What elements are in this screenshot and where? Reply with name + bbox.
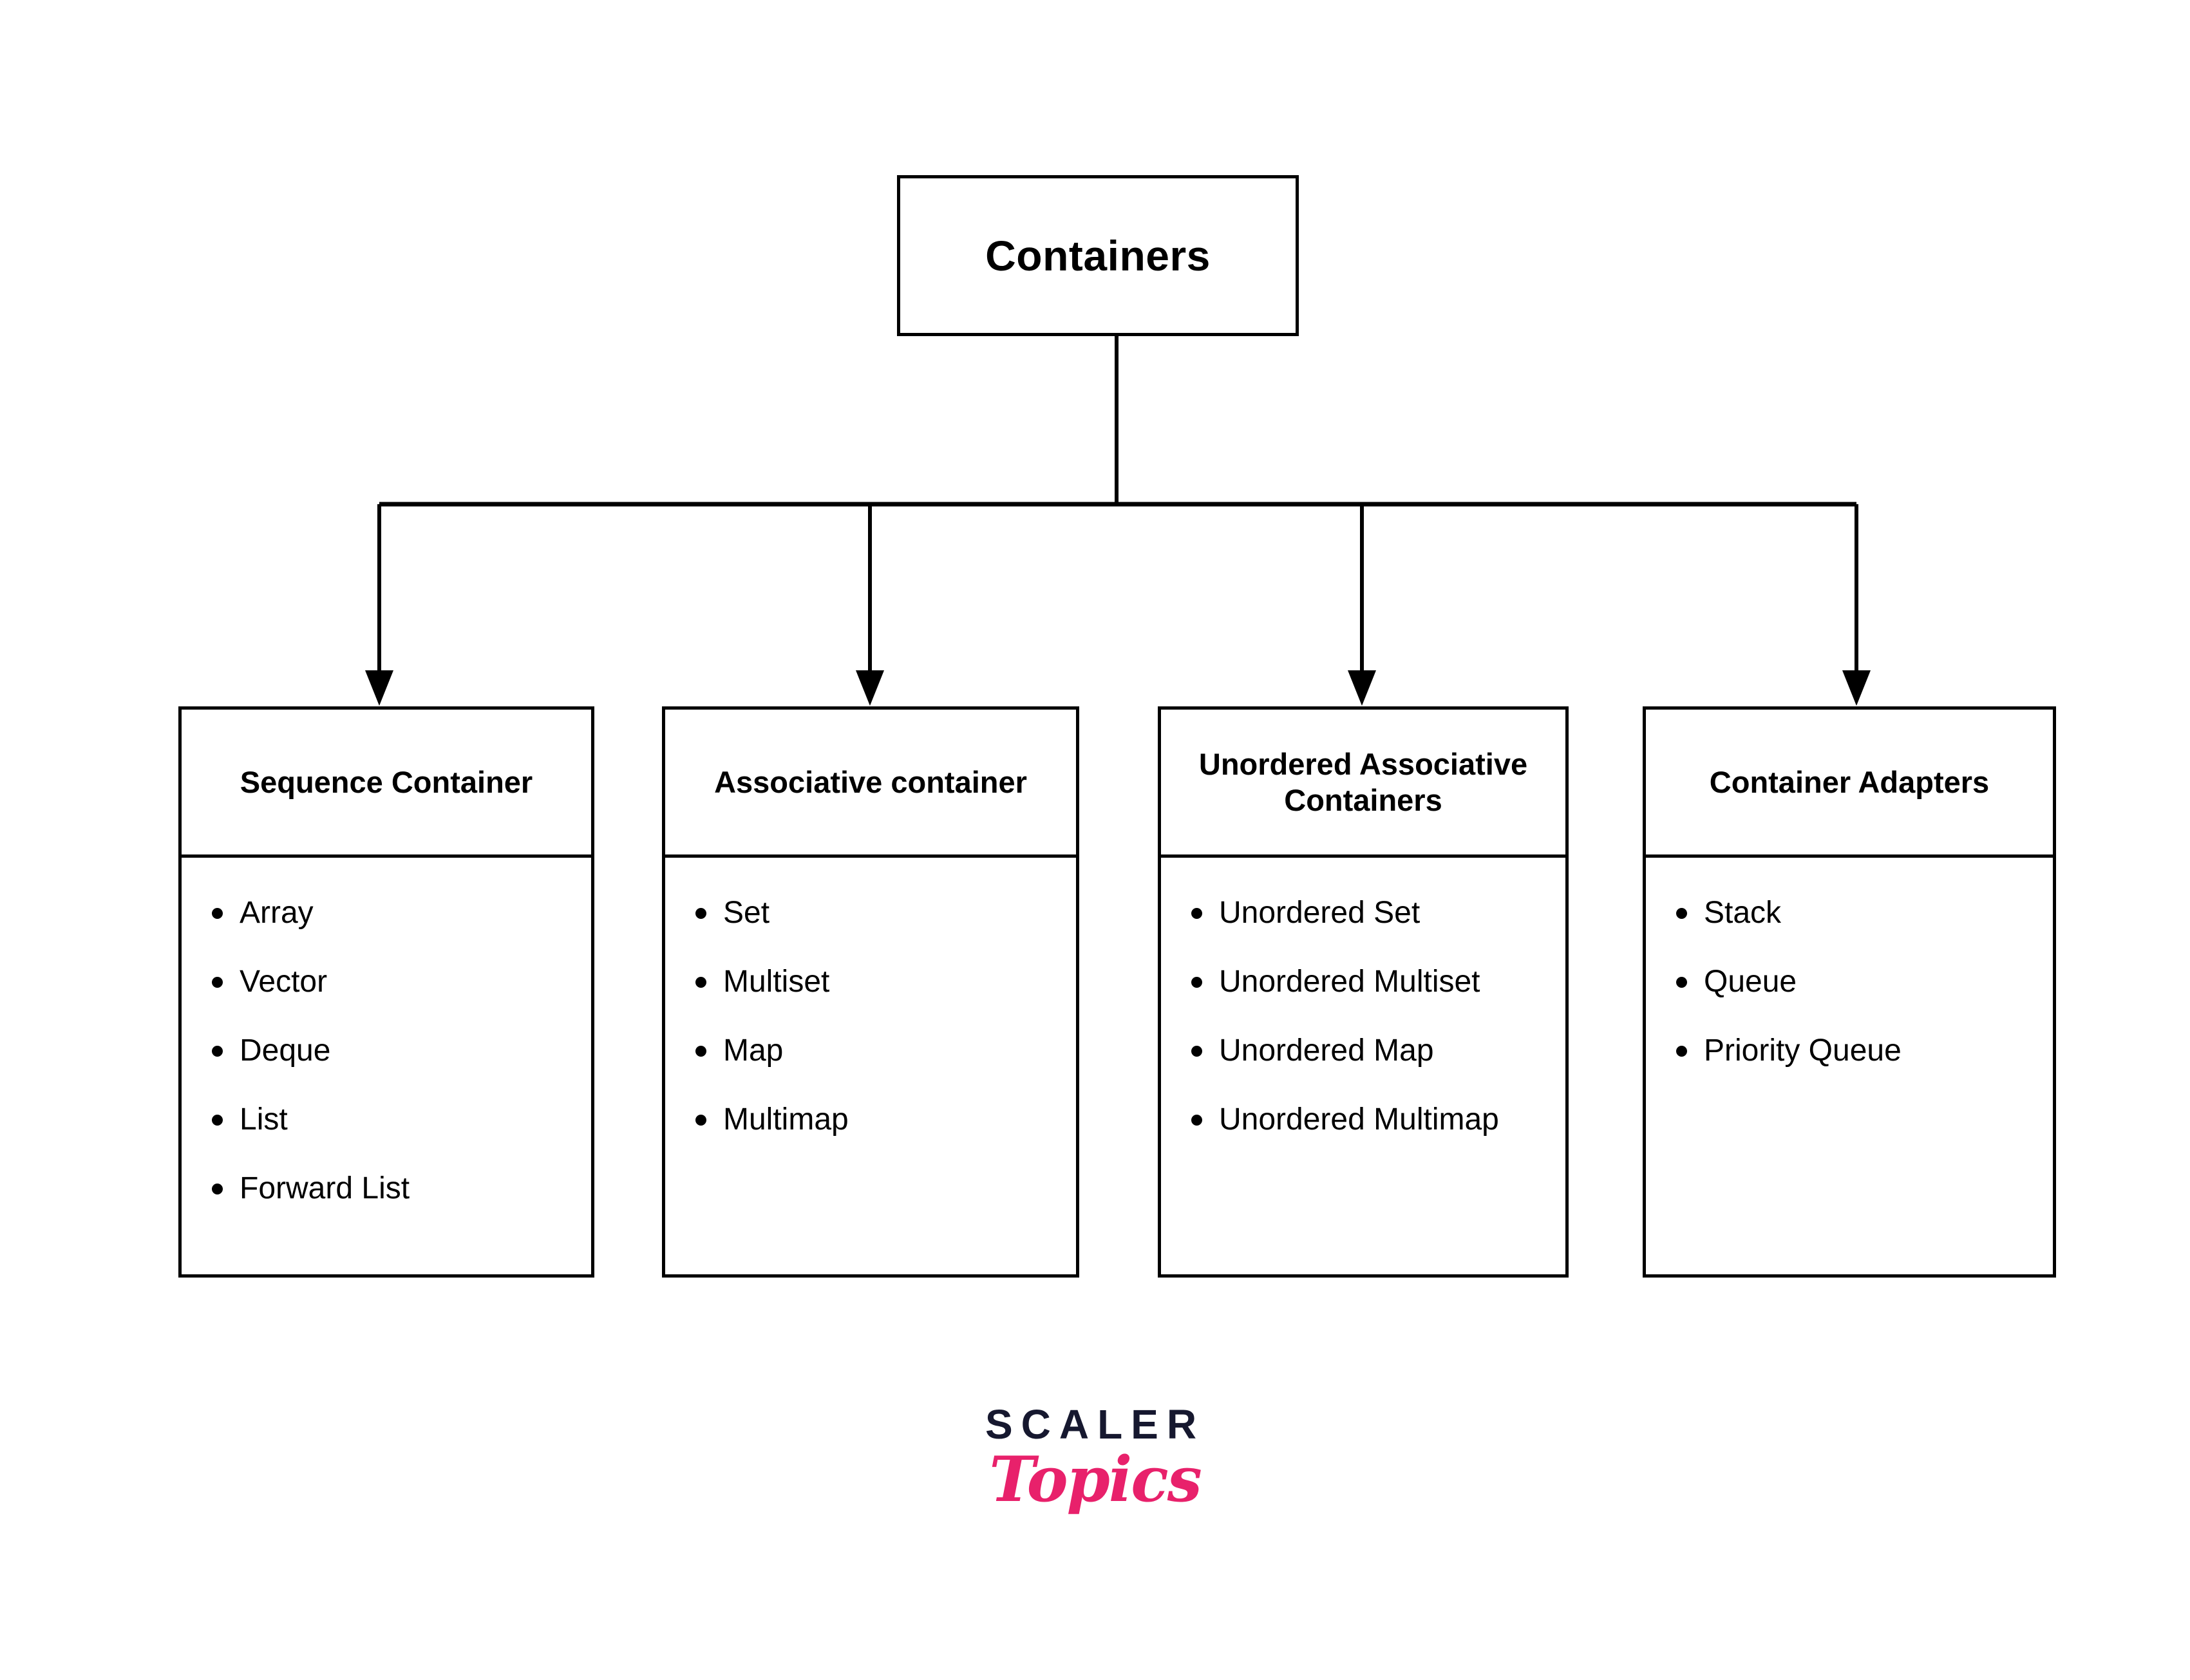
bullet-icon <box>212 1184 223 1194</box>
bullet-icon <box>695 977 706 988</box>
list-item-label: Priority Queue <box>1704 1033 1902 1068</box>
category-header-label: Container Adapters <box>1709 764 1990 799</box>
bullet-icon <box>695 1115 706 1126</box>
list-item: Priority Queue <box>1646 1035 2053 1066</box>
list-item-label: Stack <box>1704 896 1782 930</box>
bullet-icon <box>695 1046 706 1057</box>
category-item-list: Array Vector Deque List Forward List <box>182 898 591 1204</box>
logo-wordmark-topics: Topics <box>989 1443 1202 1516</box>
list-item-label: Unordered Map <box>1219 1033 1434 1068</box>
bullet-icon <box>1676 977 1687 988</box>
list-item-label: Array <box>240 896 314 930</box>
bullet-icon <box>695 908 706 919</box>
bullet-icon <box>212 977 223 988</box>
category-box-associative-container: Associative container Set Multiset Map M… <box>662 706 1079 1278</box>
list-item: Queue <box>1646 967 2053 997</box>
list-item: Map <box>665 1035 1076 1066</box>
list-item: Set <box>665 898 1076 929</box>
list-item-label: Unordered Multiset <box>1219 965 1480 999</box>
root-node-label: Containers <box>985 232 1211 279</box>
bullet-icon <box>212 908 223 919</box>
list-item: Multimap <box>665 1104 1076 1135</box>
category-header-label: Associative container <box>714 764 1027 799</box>
bullet-icon <box>212 1115 223 1126</box>
bullet-icon <box>1676 1046 1687 1057</box>
list-item-label: Multimap <box>723 1102 849 1137</box>
category-item-list: Stack Queue Priority Queue <box>1646 898 2053 1066</box>
logo-wordmark-scaler: SCALER <box>985 1401 1205 1448</box>
bullet-icon <box>1676 908 1687 919</box>
category-header: Container Adapters <box>1646 710 2053 858</box>
list-item-label: Map <box>723 1033 784 1068</box>
list-item: Unordered Multiset <box>1161 967 1565 997</box>
list-item: Unordered Map <box>1161 1035 1565 1066</box>
list-item-label: Vector <box>240 965 328 999</box>
list-item: Array <box>182 898 591 929</box>
list-item-label: Set <box>723 896 770 930</box>
category-body: Array Vector Deque List Forward List <box>182 858 591 1274</box>
list-item-label: Unordered Set <box>1219 896 1421 930</box>
list-item-label: Deque <box>240 1033 331 1068</box>
category-item-list: Set Multiset Map Multimap <box>665 898 1076 1135</box>
category-header-label: Unordered Associative Containers <box>1198 747 1528 817</box>
list-item-label: Forward List <box>240 1171 410 1205</box>
category-body: Stack Queue Priority Queue <box>1646 858 2053 1274</box>
list-item: Vector <box>182 967 591 997</box>
list-item-label: List <box>240 1102 288 1137</box>
scaler-topics-logo: SCALER Topics <box>0 1404 2190 1511</box>
category-header: Unordered Associative Containers <box>1161 710 1565 858</box>
bullet-icon <box>1191 908 1202 919</box>
list-item-label: Multiset <box>723 965 830 999</box>
category-item-list: Unordered Set Unordered Multiset Unorder… <box>1161 898 1565 1135</box>
root-node-containers: Containers <box>897 175 1299 336</box>
category-box-sequence-container: Sequence Container Array Vector Deque Li… <box>178 706 594 1278</box>
bullet-icon <box>1191 1046 1202 1057</box>
bullet-icon <box>212 1046 223 1057</box>
list-item: Multiset <box>665 967 1076 997</box>
list-item: Deque <box>182 1035 591 1066</box>
category-header: Associative container <box>665 710 1076 858</box>
category-body: Set Multiset Map Multimap <box>665 858 1076 1274</box>
list-item-label: Unordered Multimap <box>1219 1102 1499 1137</box>
list-item: Stack <box>1646 898 2053 929</box>
category-header: Sequence Container <box>182 710 591 858</box>
list-item: List <box>182 1104 591 1135</box>
category-box-unordered-associative-containers: Unordered Associative Containers Unorder… <box>1158 706 1569 1278</box>
category-body: Unordered Set Unordered Multiset Unorder… <box>1161 858 1565 1274</box>
category-box-container-adapters: Container Adapters Stack Queue Priority … <box>1643 706 2056 1278</box>
list-item: Unordered Set <box>1161 898 1565 929</box>
category-header-label: Sequence Container <box>240 764 533 799</box>
list-item-label: Queue <box>1704 965 1797 999</box>
bullet-icon <box>1191 977 1202 988</box>
list-item: Forward List <box>182 1173 591 1204</box>
list-item: Unordered Multimap <box>1161 1104 1565 1135</box>
bullet-icon <box>1191 1115 1202 1126</box>
